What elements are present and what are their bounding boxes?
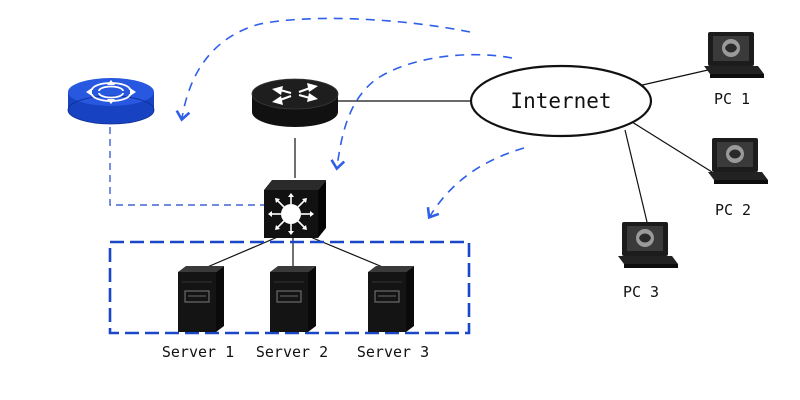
wireless-router[interactable] xyxy=(67,78,155,125)
pc-2[interactable] xyxy=(708,138,768,184)
flow-arrow-internet-to-servers xyxy=(426,147,525,220)
pc-3-label: PC 3 xyxy=(623,283,659,301)
core-router[interactable] xyxy=(251,78,339,127)
link-internet-pc-3 xyxy=(624,129,648,223)
desktop-pc-icon xyxy=(704,32,764,78)
server-1[interactable] xyxy=(178,266,224,332)
server-icon xyxy=(270,266,316,332)
desktop-pc-icon xyxy=(708,138,768,184)
server-1-label: Server 1 xyxy=(162,343,234,361)
wireless-router-icon xyxy=(67,78,155,125)
internet-cloud[interactable]: Internet xyxy=(469,64,653,138)
link-internet-pc-2 xyxy=(631,121,713,173)
flow-arrow-internet-to-wireless xyxy=(175,17,471,122)
link-switch-server-1 xyxy=(204,235,281,269)
switch[interactable] xyxy=(264,180,326,238)
pc-2-label: PC 2 xyxy=(715,201,751,219)
server-3-label: Server 3 xyxy=(357,343,429,361)
flow-arrow-internet-to-switch xyxy=(330,53,513,171)
server-group-boundary xyxy=(108,240,471,335)
pc-3[interactable] xyxy=(618,222,678,268)
router-icon xyxy=(251,78,339,127)
link-internet-pc-1 xyxy=(637,69,709,87)
flow-arrows xyxy=(175,17,525,220)
switch-icon xyxy=(264,180,326,238)
server-3[interactable] xyxy=(368,266,414,332)
link-wireless-switch xyxy=(109,127,264,206)
desktop-pc-icon xyxy=(618,222,678,268)
server-2-label: Server 2 xyxy=(256,343,328,361)
server-2[interactable] xyxy=(270,266,316,332)
pc-1-label: PC 1 xyxy=(714,90,750,108)
server-icon xyxy=(178,266,224,332)
internet-label: Internet xyxy=(510,89,611,113)
server-icon xyxy=(368,266,414,332)
pc-1[interactable] xyxy=(704,32,764,78)
